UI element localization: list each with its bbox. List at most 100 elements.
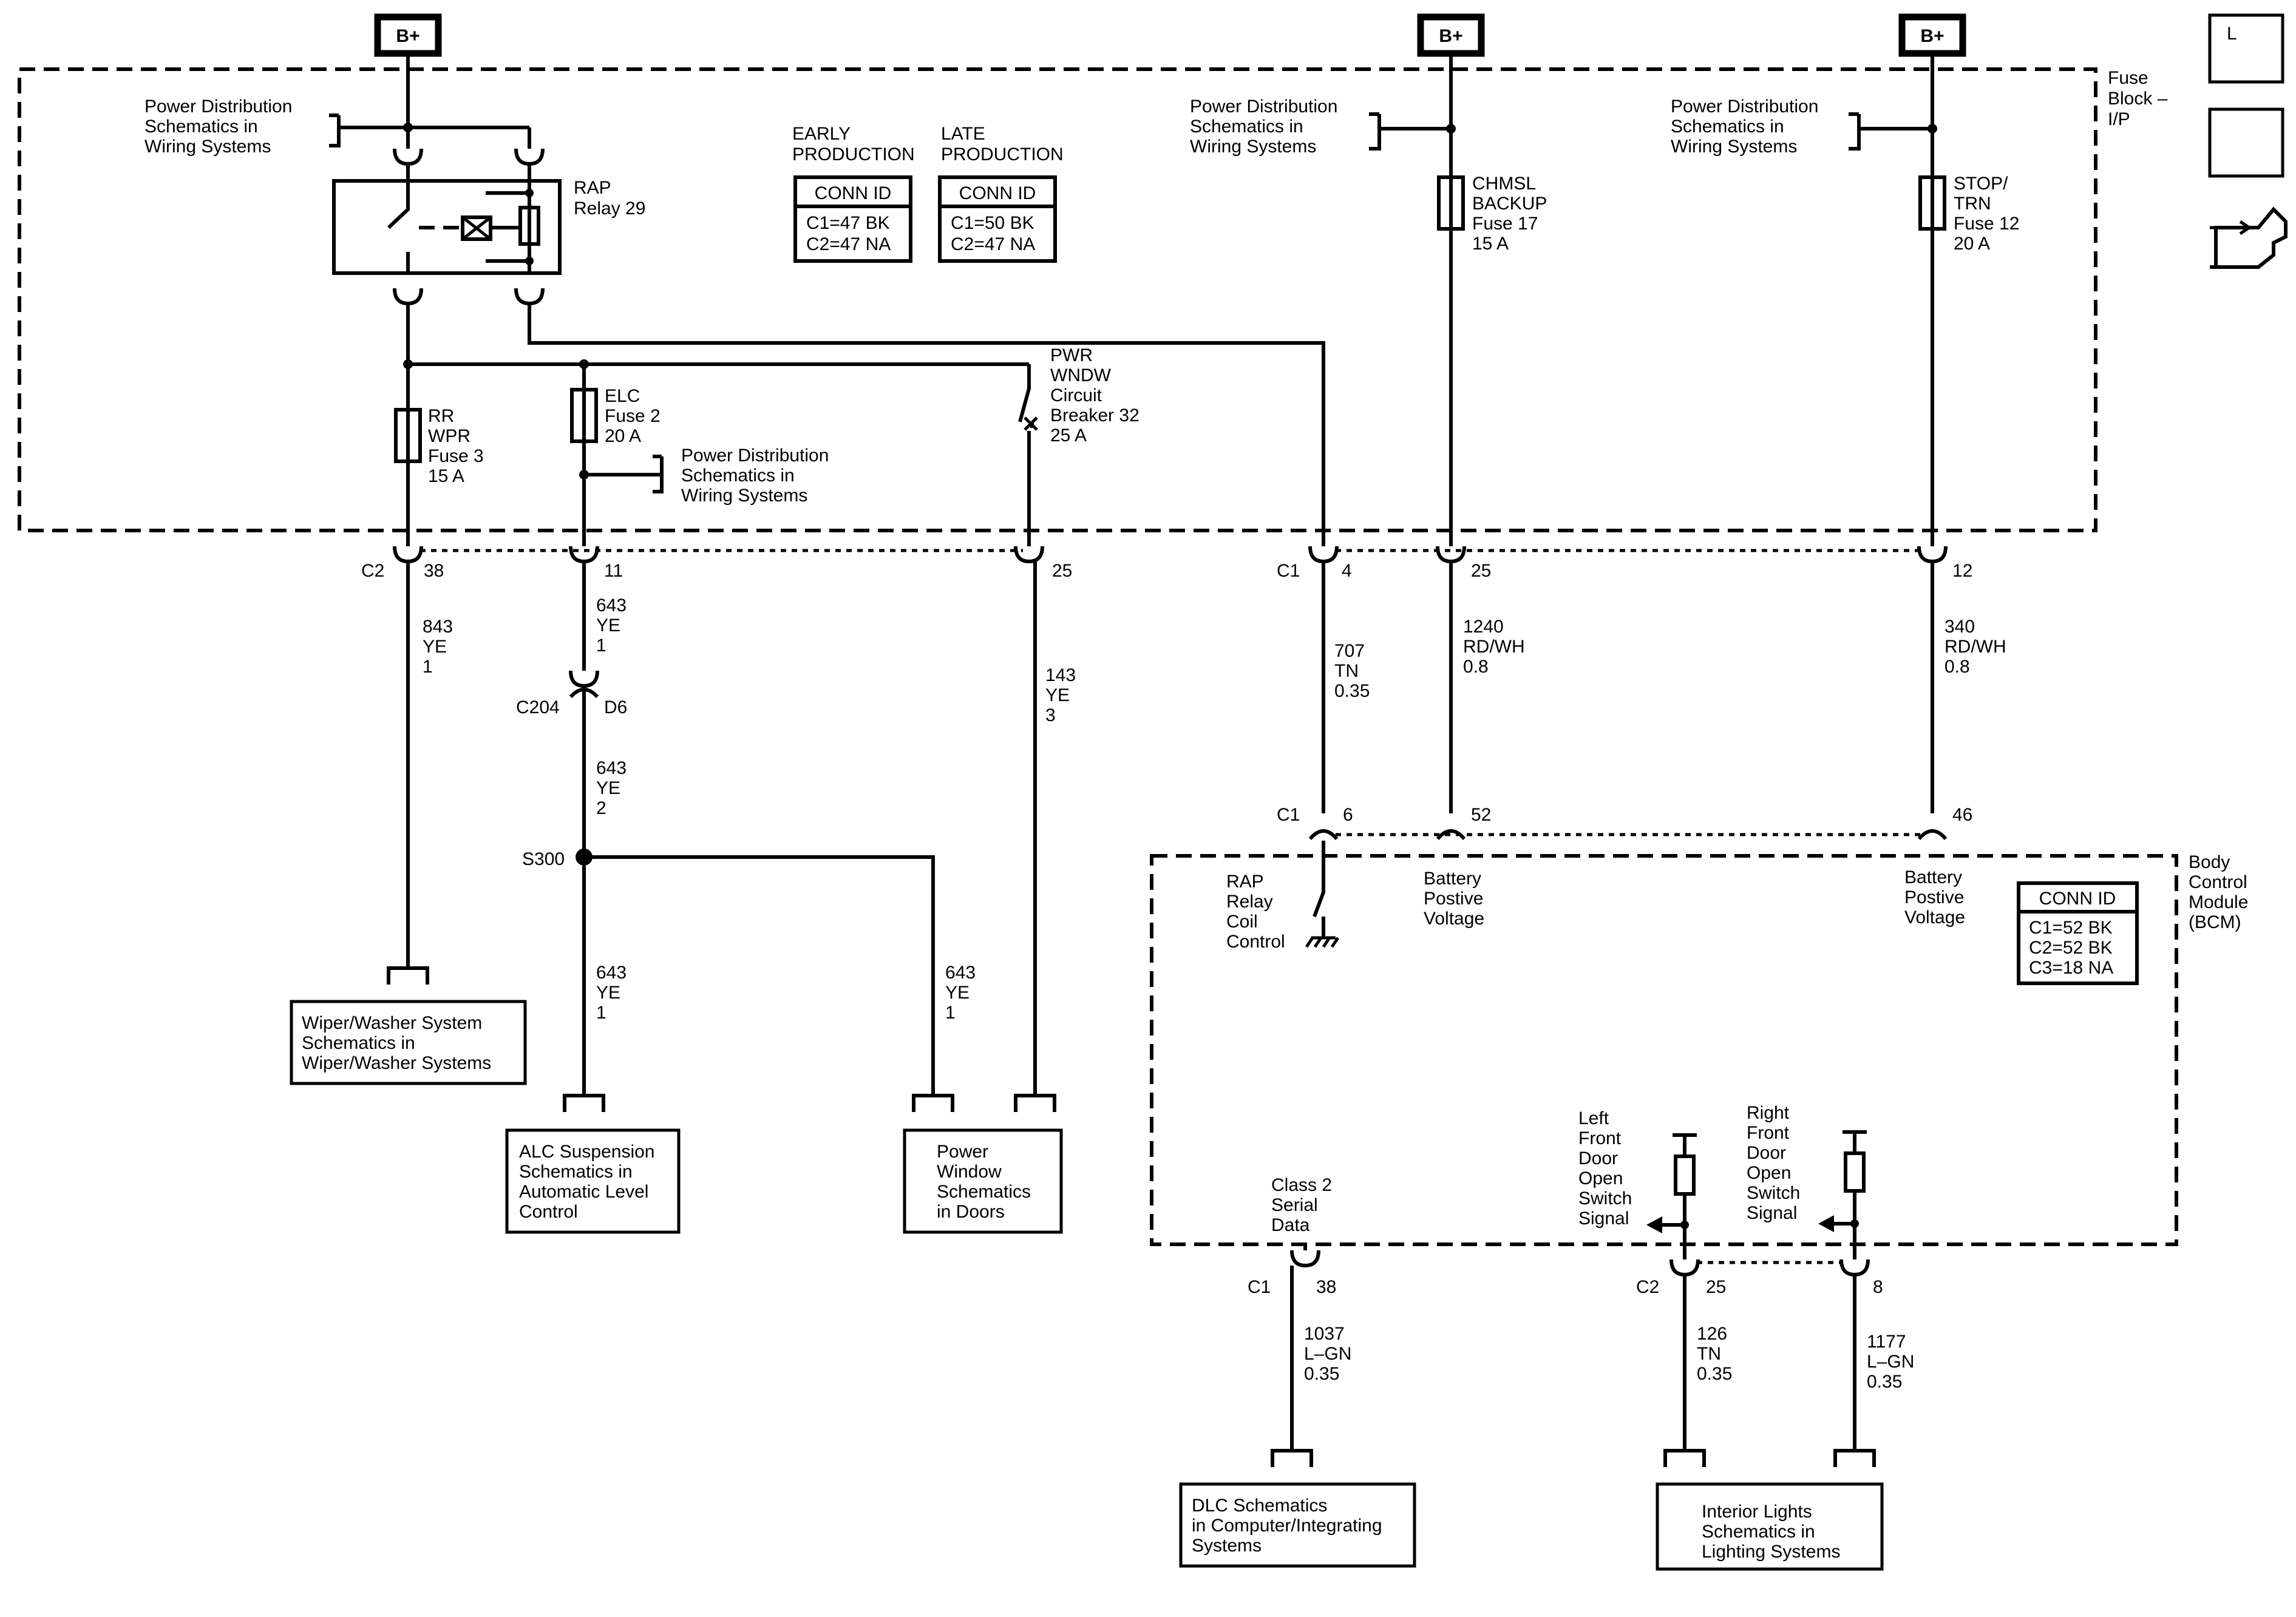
fuse-block-connector-c2: C2 38 11 25 [361, 546, 1072, 581]
svg-text:1: 1 [596, 1003, 606, 1023]
svg-text:CHMSL: CHMSL [1472, 174, 1536, 194]
svg-text:Circuit: Circuit [1050, 385, 1102, 405]
wire-1240-label: 1240 RD/WH 0.8 [1463, 617, 1525, 677]
svg-text:TN: TN [1697, 1344, 1721, 1364]
power-dist-ref-3: Power Distribution Schematics in Wiring … [1190, 97, 1337, 157]
svg-text:Data: Data [1271, 1215, 1310, 1235]
svg-text:L–GN: L–GN [1304, 1344, 1351, 1364]
dest-wiper-washer[interactable]: Wiper/Washer System Schematics in Wiper/… [290, 966, 527, 1085]
svg-text:3: 3 [1045, 705, 1056, 725]
svg-text:TN: TN [1334, 661, 1359, 681]
svg-text:C204: C204 [516, 697, 560, 717]
fuse-block-outline [18, 67, 2097, 532]
svg-text:YE: YE [1045, 685, 1070, 705]
svg-text:2: 2 [596, 798, 606, 818]
svg-text:L: L [2227, 24, 2237, 44]
svg-text:4: 4 [1342, 561, 1352, 581]
svg-text:0.35: 0.35 [1697, 1364, 1732, 1384]
svg-text:Schematics in: Schematics in [1702, 1522, 1815, 1542]
svg-text:C1: C1 [1277, 805, 1300, 825]
svg-text:LATE: LATE [941, 124, 985, 144]
svg-text:Breaker 32: Breaker 32 [1050, 405, 1140, 425]
svg-text:15 A: 15 A [1472, 234, 1509, 254]
svg-text:C2: C2 [1636, 1277, 1659, 1297]
svg-text:Signal: Signal [1747, 1203, 1797, 1223]
svg-text:707: 707 [1334, 641, 1365, 661]
svg-text:25: 25 [1052, 561, 1072, 581]
dest-alc-suspension[interactable]: ALC Suspension Schematics in Automatic L… [505, 1094, 681, 1234]
rr-wpr-fuse-label: RR WPR Fuse 3 15 A [428, 406, 484, 486]
svg-text:Wiring Systems: Wiring Systems [681, 486, 807, 506]
svg-text:BACKUP: BACKUP [1472, 194, 1547, 214]
svg-text:126: 126 [1697, 1324, 1727, 1344]
svg-text:Class 2: Class 2 [1271, 1175, 1332, 1195]
wire-1037-label: 1037 L–GN 0.35 [1304, 1324, 1351, 1384]
svg-text:Battery: Battery [1904, 867, 1962, 887]
svg-text:I/P: I/P [2108, 109, 2130, 129]
svg-text:B+: B+ [1920, 26, 1944, 46]
svg-text:ALC Suspension: ALC Suspension [519, 1142, 654, 1162]
svg-text:Serial: Serial [1271, 1195, 1318, 1215]
svg-text:11: 11 [604, 561, 623, 581]
elc-fuse-label: ELC Fuse 2 20 A [605, 386, 661, 446]
left-front-door-label: Left Front Door Open Switch Signal [1578, 1108, 1632, 1229]
stop-trn-fuse [1918, 175, 1946, 231]
rap-relay [332, 164, 562, 275]
svg-text:46: 46 [1952, 805, 1972, 825]
svg-text:Left: Left [1578, 1108, 1609, 1128]
svg-text:YE: YE [596, 778, 620, 798]
svg-text:EARLY: EARLY [792, 124, 851, 144]
svg-text:C2: C2 [361, 561, 384, 581]
late-production-label: LATE PRODUCTION [941, 124, 1064, 164]
wire-126-label: 126 TN 0.35 [1697, 1324, 1732, 1384]
late-conn-id-table: CONN ID C1=50 BK C2=47 NA [938, 175, 1057, 263]
svg-text:PWR: PWR [1050, 345, 1093, 365]
svg-text:Wiring Systems: Wiring Systems [1671, 137, 1797, 157]
splice-s300: S300 [522, 849, 593, 869]
svg-text:C1=47 BK: C1=47 BK [806, 213, 890, 233]
svg-text:Right: Right [1747, 1103, 1790, 1123]
svg-text:0.8: 0.8 [1463, 657, 1489, 677]
svg-text:Schematics in: Schematics in [144, 117, 258, 137]
svg-text:YE: YE [596, 983, 620, 1003]
wire-643-2-label: 643 YE 2 [596, 758, 627, 818]
svg-text:Wiper/Washer Systems: Wiper/Washer Systems [302, 1053, 491, 1073]
loc-icon[interactable]: L [2208, 13, 2284, 84]
svg-text:Open: Open [1747, 1163, 1791, 1183]
dest-interior-lights[interactable]: Interior Lights Schematics in Lighting S… [1656, 1449, 1884, 1571]
svg-text:340: 340 [1944, 617, 1975, 637]
svg-text:0.35: 0.35 [1867, 1372, 1902, 1392]
connector-end-view-icon[interactable] [2210, 206, 2288, 269]
bus-b-plus-1 [406, 56, 529, 129]
svg-text:Interior Lights: Interior Lights [1702, 1502, 1812, 1522]
elc-fuse [570, 388, 598, 443]
svg-text:1: 1 [945, 1003, 956, 1023]
dest-power-window[interactable]: Power Window Schematics in Doors [903, 1094, 1063, 1234]
svg-text:D6: D6 [604, 697, 627, 717]
stop-trn-fuse-label: STOP/ TRN Fuse 12 20 A [1954, 174, 2019, 254]
rr-wpr-fuse [394, 408, 422, 463]
chmsl-backup-fuse-label: CHMSL BACKUP Fuse 17 15 A [1472, 174, 1547, 254]
svg-text:Postive: Postive [1904, 887, 1964, 907]
svg-text:Schematics in: Schematics in [519, 1162, 633, 1182]
svg-text:Open: Open [1578, 1168, 1623, 1188]
svg-text:Control: Control [519, 1202, 578, 1222]
right-door-switch-circuit [1818, 1130, 1867, 1259]
dest-dlc[interactable]: DLC Schematics in Computer/Integrating S… [1179, 1449, 1416, 1568]
svg-text:RAP: RAP [1226, 872, 1264, 892]
svg-text:S300: S300 [522, 849, 565, 869]
svg-text:B+: B+ [396, 26, 419, 46]
svg-text:CONN ID: CONN ID [2039, 889, 2116, 909]
svg-text:Wiper/Washer System: Wiper/Washer System [302, 1013, 482, 1033]
svg-text:Lighting Systems: Lighting Systems [1702, 1542, 1840, 1562]
svg-text:Battery: Battery [1424, 869, 1481, 889]
desc-icon[interactable] [2208, 107, 2284, 178]
rap-relay-coil-control-label: RAP Relay Coil Control [1226, 872, 1285, 952]
svg-text:Front: Front [1747, 1123, 1790, 1143]
svg-text:1177: 1177 [1867, 1332, 1906, 1352]
svg-text:1: 1 [423, 657, 433, 677]
svg-text:Fuse 12: Fuse 12 [1954, 214, 2019, 234]
wire-340-label: 340 RD/WH 0.8 [1944, 617, 2006, 677]
svg-text:C1: C1 [1248, 1277, 1271, 1297]
